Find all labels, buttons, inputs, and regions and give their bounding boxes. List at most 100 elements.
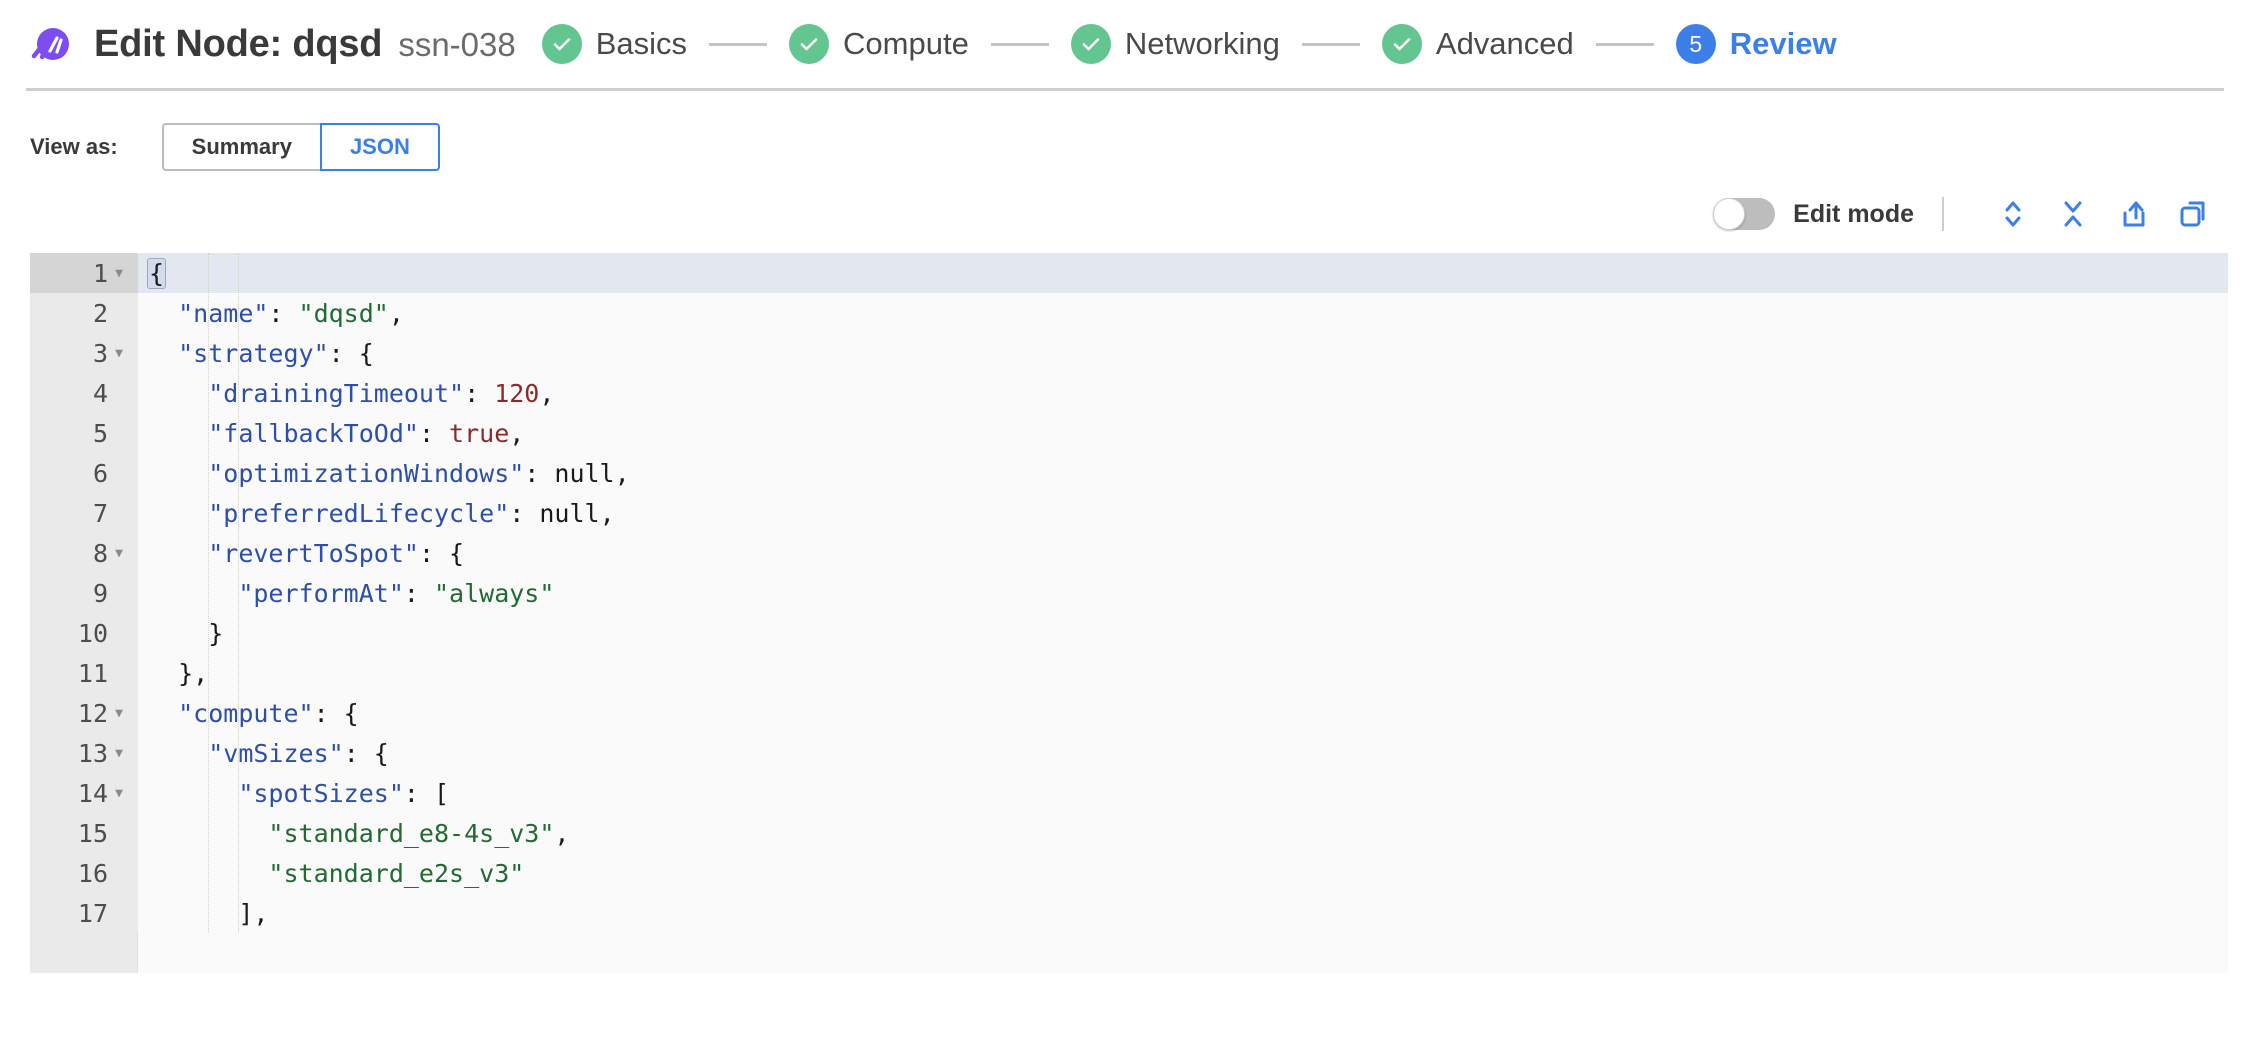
code-text: "compute": {: [178, 698, 359, 728]
header-divider: [26, 88, 2224, 91]
code-text: "fallbackToOd": true,: [208, 418, 525, 448]
line-number: 14▼: [30, 773, 138, 813]
toolbar-divider: [1942, 197, 1944, 231]
code-lines[interactable]: 1▼{2 "name": "dqsd",3▼ "strategy": {4 "d…: [30, 253, 2228, 933]
page-title: Edit Node: dqsd: [94, 22, 383, 65]
code-line[interactable]: 5 "fallbackToOd": true,: [30, 413, 2228, 453]
view-as-summary-button[interactable]: Summary: [161, 123, 320, 171]
code-text: }: [208, 618, 224, 648]
line-number: 3▼: [30, 333, 138, 373]
code-line[interactable]: 1▼{: [30, 253, 2228, 293]
line-number: 9: [30, 573, 138, 613]
code-text: "standard_e2s_v3": [268, 858, 525, 888]
code-line[interactable]: 13▼ "vmSizes": {: [30, 733, 2228, 773]
editor-toolbar: Edit mode: [0, 175, 2250, 253]
code-text: "name": "dqsd",: [178, 298, 404, 328]
indent-guide: [238, 253, 240, 933]
line-number: 11: [30, 653, 138, 693]
wizard-stepper: Basics Compute Networking Advanced: [541, 24, 2250, 64]
fold-arrow-icon[interactable]: ▼: [115, 345, 123, 361]
view-as-label: View as:: [30, 134, 118, 159]
code-line[interactable]: 6 "optimizationWindows": null,: [30, 453, 2228, 493]
app-header: Edit Node: dqsd ssn-038 Basics Compute N…: [0, 0, 2250, 88]
code-line[interactable]: 7 "preferredLifecycle": null,: [30, 493, 2228, 533]
view-as-json-button[interactable]: JSON: [319, 123, 440, 171]
code-line[interactable]: 10 }: [30, 613, 2228, 653]
line-number: 17: [30, 893, 138, 933]
stepper-connector: [1595, 42, 1654, 46]
fold-arrow-icon[interactable]: ▼: [115, 545, 123, 561]
share-export-icon[interactable]: [2114, 195, 2152, 233]
stepper-step-networking[interactable]: Networking: [1070, 24, 1280, 64]
code-text: "vmSizes": {: [208, 738, 389, 768]
stepper-connector: [709, 42, 768, 46]
stepper-connector: [1301, 42, 1360, 46]
code-line[interactable]: 3▼ "strategy": {: [30, 333, 2228, 373]
code-line[interactable]: 9 "performAt": "always": [30, 573, 2228, 613]
check-icon: [541, 24, 582, 64]
code-line[interactable]: 11 },: [30, 653, 2228, 693]
check-icon: [1381, 24, 1422, 64]
page-title-group: Edit Node: dqsd ssn-038: [94, 23, 516, 66]
spot-logo-icon: [26, 21, 72, 67]
stepper-label-compute: Compute: [843, 26, 969, 61]
code-line[interactable]: 4 "drainingTimeout": 120,: [30, 373, 2228, 413]
code-text: "standard_e8-4s_v3",: [268, 818, 570, 848]
edit-mode-toggle[interactable]: [1713, 198, 1776, 230]
fold-arrow-icon[interactable]: ▼: [115, 265, 123, 281]
code-text: "preferredLifecycle": null,: [208, 498, 615, 528]
line-number: 4: [30, 373, 138, 413]
expand-all-icon[interactable]: [1994, 195, 2032, 233]
fold-arrow-icon[interactable]: ▼: [115, 745, 123, 761]
line-number: 16: [30, 853, 138, 893]
line-number: 6: [30, 453, 138, 493]
line-number: 13▼: [30, 733, 138, 773]
stepper-step-basics[interactable]: Basics: [541, 24, 688, 64]
line-number: 15: [30, 813, 138, 853]
code-line[interactable]: 2 "name": "dqsd",: [30, 293, 2228, 333]
edit-mode-label: Edit mode: [1793, 199, 1914, 228]
stepper-step-compute[interactable]: Compute: [789, 24, 969, 64]
view-as-row: View as: Summary JSON: [0, 91, 2250, 175]
line-number: 8▼: [30, 533, 138, 573]
line-number: 7: [30, 493, 138, 533]
stepper-label-basics: Basics: [595, 26, 688, 61]
line-number: 5: [30, 413, 138, 453]
fold-arrow-icon[interactable]: ▼: [115, 705, 123, 721]
json-code-editor[interactable]: 1▼{2 "name": "dqsd",3▼ "strategy": {4 "d…: [30, 253, 2228, 973]
collapse-all-icon[interactable]: [2054, 195, 2092, 233]
node-id-label: ssn-038: [398, 25, 516, 63]
code-text: ],: [238, 898, 269, 928]
code-text: "drainingTimeout": 120,: [208, 378, 555, 408]
stepper-label-networking: Networking: [1124, 26, 1280, 61]
check-icon: [1070, 24, 1111, 64]
stepper-step-advanced[interactable]: Advanced: [1381, 24, 1574, 64]
code-text: "optimizationWindows": null,: [208, 458, 630, 488]
line-number: 10: [30, 613, 138, 653]
stepper-label-advanced: Advanced: [1435, 26, 1574, 61]
indent-guide: [208, 253, 210, 933]
stepper-step-review[interactable]: 5 Review: [1675, 24, 1837, 64]
code-line[interactable]: 12▼ "compute": {: [30, 693, 2228, 733]
code-text: },: [178, 658, 209, 688]
view-as-segmented-control: Summary JSON: [161, 123, 440, 171]
fold-arrow-icon[interactable]: ▼: [115, 785, 123, 801]
code-text: {: [146, 257, 167, 289]
step-number: 5: [1689, 30, 1703, 57]
line-number: 12▼: [30, 693, 138, 733]
line-number: 1▼: [30, 253, 138, 293]
code-line[interactable]: 14▼ "spotSizes": [: [30, 773, 2228, 813]
code-text: "performAt": "always": [238, 578, 555, 608]
code-text: "spotSizes": [: [238, 778, 450, 808]
code-line[interactable]: 15 "standard_e8-4s_v3",: [30, 813, 2228, 853]
code-text: "strategy": {: [178, 338, 374, 368]
code-line[interactable]: 16 "standard_e2s_v3": [30, 853, 2228, 893]
code-line[interactable]: 17 ],: [30, 893, 2228, 933]
code-line[interactable]: 8▼ "revertToSpot": {: [30, 533, 2228, 573]
code-text: "revertToSpot": {: [208, 538, 465, 568]
copy-icon[interactable]: [2174, 195, 2212, 233]
line-number: 2: [30, 293, 138, 333]
stepper-label-review: Review: [1729, 26, 1837, 61]
stepper-connector: [990, 42, 1049, 46]
toggle-knob: [1713, 198, 1746, 230]
